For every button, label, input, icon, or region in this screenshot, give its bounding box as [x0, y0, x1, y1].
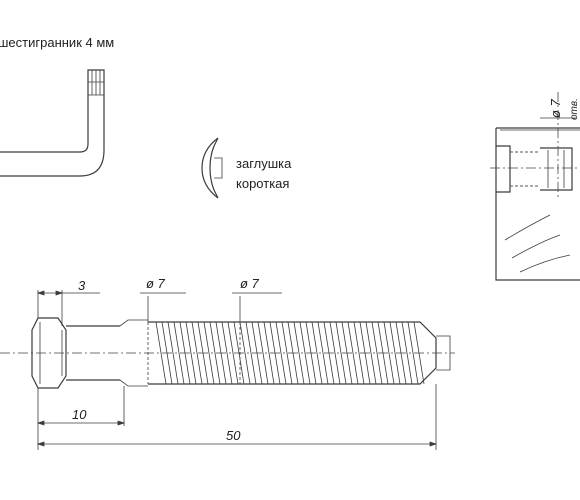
thread-crest	[311, 321, 329, 385]
cap-label-line-1: заглушка	[236, 156, 292, 171]
dim-shank-length: 10	[72, 407, 87, 422]
screw	[0, 317, 455, 389]
cap-label: заглушка короткая	[236, 156, 295, 191]
thread-crest	[347, 321, 365, 385]
dimension-lines	[36, 290, 438, 450]
thread-crest	[275, 321, 293, 385]
dim-shank-dia: ø 7	[146, 276, 166, 291]
hex-key-label: шестигранник 4 мм	[0, 35, 114, 50]
cap	[201, 137, 223, 199]
hole-note-label: отв.	[569, 98, 580, 120]
thread-crest	[167, 321, 185, 385]
dim-thread-dia: ø 7	[240, 276, 260, 291]
dim-head-width: 3	[78, 278, 86, 293]
joint-section	[490, 92, 580, 281]
thread-crest	[239, 321, 257, 385]
dim-total-length: 50	[226, 428, 241, 443]
thread-crest	[383, 321, 401, 385]
hole-dia-label: ø 7	[548, 98, 563, 118]
cap-label-line-2: короткая	[236, 176, 289, 191]
hex-key	[0, 69, 105, 177]
thread-crest	[203, 321, 221, 385]
